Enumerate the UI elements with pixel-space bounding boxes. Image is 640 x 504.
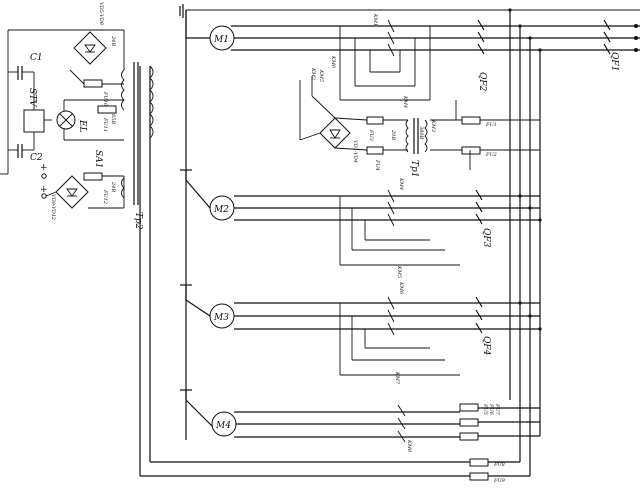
breaker-qf4-label: QF4	[481, 336, 491, 356]
fu11-label: FU11	[102, 117, 108, 132]
motor-m2-branch: M2 QF3 KM4 KM5	[180, 169, 540, 278]
km5-label-top: KM5	[318, 69, 324, 82]
motor-m2	[209, 195, 235, 221]
motor-m3	[209, 303, 235, 329]
km7-label: KM7	[394, 371, 400, 385]
c2-label: C2	[30, 153, 43, 163]
stv-label: STV	[27, 88, 37, 108]
motor-m1-label: M1	[213, 35, 229, 45]
km1-label: KM1	[372, 13, 378, 26]
km5-label: KM5	[396, 265, 402, 278]
motor-m2-label: M2	[213, 205, 229, 215]
km3-label: KM3	[430, 119, 436, 132]
v29-label: 29B	[390, 129, 396, 140]
control-circuit: FU1 FU2 Tp1 380B 29B KM3 FU3 FU4 VD1-VD4…	[310, 67, 540, 178]
switch-sa1-label: SA1	[93, 150, 103, 168]
v24b-label: 24B	[110, 181, 116, 192]
motor-m4	[211, 411, 237, 437]
vd9-vd12-label: VD9-VD12	[50, 194, 56, 220]
fu3-label: FU3	[368, 129, 374, 141]
km6-label: KM6	[398, 281, 404, 295]
km4-label: KM4	[402, 95, 408, 108]
fu4-label: FU4	[374, 159, 380, 171]
v24a-label: 24B	[110, 35, 116, 46]
fu9-label: FU9	[493, 478, 506, 484]
motor-m3-label: M3	[213, 313, 229, 323]
motor-m4-label: M4	[215, 421, 231, 431]
tp1-label: Tp1	[409, 160, 419, 178]
v65-label: 65B	[110, 114, 116, 124]
fu12-label: FU12	[102, 189, 108, 204]
left-supply-circuit: Tp2 VD5-VD8 24B FU10 EL FU11 65B SA1 STV	[0, 2, 154, 230]
motor-m3-branch: M3 QF4 KM6 KM7	[180, 281, 540, 385]
km2-label: KM2	[310, 67, 316, 80]
breaker-qf1-label: QF1	[609, 52, 619, 71]
lamp-el-label: EL	[77, 119, 87, 133]
fu8-label: FU8	[493, 462, 505, 468]
km4-label-m2: KM4	[398, 177, 404, 190]
vd1-vd4-label: VD1-VD4	[352, 140, 358, 163]
bottom-fuses: FU8 FU9	[139, 66, 530, 484]
km6-label-top: KM6	[330, 55, 336, 69]
tp2-label: Tp2	[133, 212, 143, 230]
c1-label: C1	[30, 53, 43, 63]
fu2-label: FU2	[485, 152, 497, 158]
fu6-label: FU6	[488, 403, 494, 416]
plus-top: +	[40, 163, 48, 173]
vertical-risers	[508, 8, 542, 476]
breaker-qf3-label: QF3	[481, 228, 491, 248]
control-links	[299, 76, 471, 170]
fu10-label: FU10	[102, 91, 108, 107]
breaker-qf2-label: QF2	[477, 72, 487, 92]
km8-label: KM8	[406, 439, 412, 452]
motor-m1-branch: M1 QF2 QF1 KM1 KM5 KM6	[185, 9, 640, 101]
vd5-vd8-label: VD5-VD8	[98, 2, 104, 25]
fu1-label: FU1	[485, 122, 497, 128]
main-bus-left	[179, 4, 187, 440]
plus-bottom: +	[40, 185, 48, 195]
fu5-label: FU5	[482, 403, 488, 415]
motor-m4-branch: M4 FU5 FU6 FU7 KM8	[180, 389, 540, 452]
fu7-label: FU7	[494, 403, 500, 416]
v380-label: 380B	[418, 126, 424, 140]
